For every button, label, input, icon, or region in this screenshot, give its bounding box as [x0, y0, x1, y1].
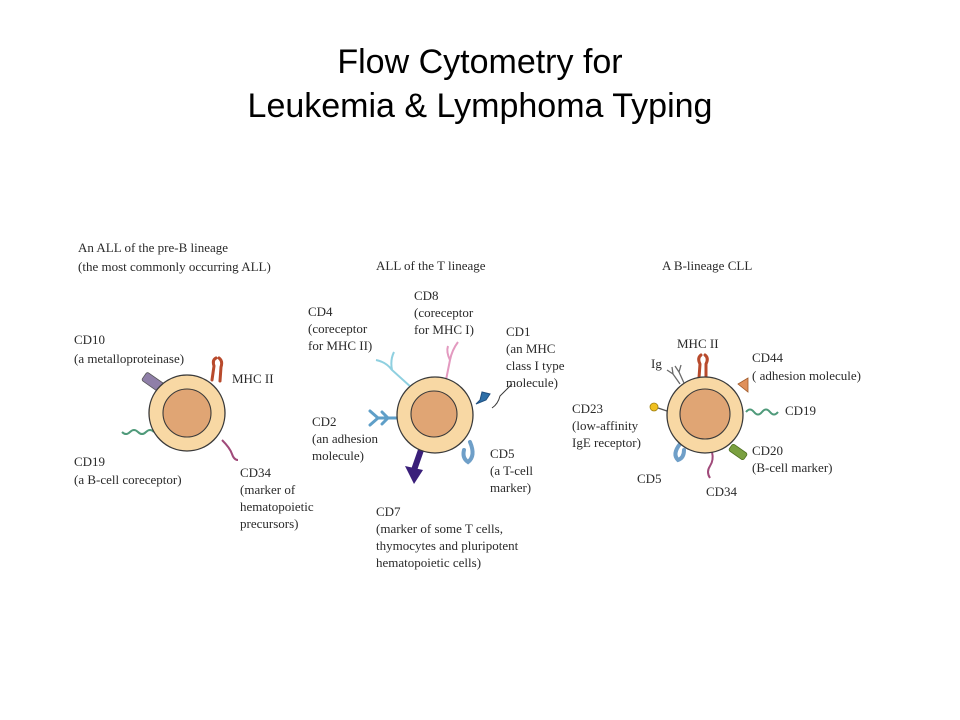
panel-t-lineage: ALL of the T lineage CD4 (coreceptor: [308, 258, 565, 570]
cd7-label-2: (marker of some T cells,: [376, 521, 503, 536]
cd8-label-3: for MHC I): [414, 322, 474, 337]
cd19-marker: [121, 429, 155, 435]
cll-mhc-ii-marker: [697, 353, 709, 380]
cll-cd5-marker: [673, 442, 686, 463]
cd20-label-2: (B-cell marker): [752, 460, 832, 475]
cd1-label-2: (an MHC: [506, 341, 555, 356]
cd34-label-3: hematopoietic: [240, 499, 314, 514]
ig-label: Ig: [651, 356, 662, 371]
mhc-ii-marker: [210, 356, 224, 383]
cd4-label-2: (coreceptor: [308, 321, 368, 336]
cd34-label-4: precursors): [240, 516, 298, 531]
cll-cd34-marker: [707, 451, 714, 479]
slide-title: Flow Cytometry for Leukemia & Lymphoma T…: [0, 40, 960, 128]
cd2-label-3: molecule): [312, 448, 364, 463]
cd34-label-1: CD34: [240, 465, 272, 480]
cll-mhc-label: MHC II: [677, 336, 719, 351]
cd23-label-2: (low-affinity: [572, 418, 639, 433]
cll-cd19-label: CD19: [785, 403, 816, 418]
cd2-label-1: CD2: [312, 414, 337, 429]
t-lineage-title: ALL of the T lineage: [376, 258, 486, 273]
pre-b-title-line-1: An ALL of the pre-B lineage: [78, 240, 228, 255]
cd8-label-1: CD8: [414, 288, 439, 303]
cd19-label-2: (a B-cell coreceptor): [74, 472, 182, 487]
cll-title: A B-lineage CLL: [662, 258, 752, 273]
cd34-label-2: (marker of: [240, 482, 296, 497]
cd1-label-4: molecule): [506, 375, 558, 390]
cd7-label-1: CD7: [376, 504, 401, 519]
cd5-label-1: CD5: [490, 446, 515, 461]
cll-cd34-label: CD34: [706, 484, 738, 499]
cd7-label-4: hematopoietic cells): [376, 555, 481, 570]
cd1-label-3: class I type: [506, 358, 565, 373]
cd4-label-1: CD4: [308, 304, 333, 319]
cd1-marker: [475, 383, 513, 409]
cd4-label-3: for MHC II): [308, 338, 372, 353]
cd5-label-2: (a T-cell: [490, 463, 533, 478]
cd7-label-3: thymocytes and pluripotent: [376, 538, 519, 553]
pre-b-nucleus: [162, 388, 212, 438]
cll-cd5-label: CD5: [637, 471, 662, 486]
cll-cd19-marker: [745, 408, 779, 416]
cll-nucleus: [679, 388, 731, 440]
cd34-marker: [221, 439, 239, 461]
cd4-marker: [375, 351, 413, 389]
cd44-label-2: ( adhesion molecule): [752, 368, 861, 383]
cd1-label-1: CD1: [506, 324, 531, 339]
cd44-label-1: CD44: [752, 350, 784, 365]
cd5-label-3: marker): [490, 480, 531, 495]
cd23-label-1: CD23: [572, 401, 603, 416]
cd8-marker: [445, 341, 459, 381]
pre-b-title-line-2: (the most commonly occurring ALL): [78, 259, 271, 274]
panel-b-cll: A B-lineage CLL MHC II Ig CD44: [572, 258, 861, 499]
cd2-marker: [368, 409, 399, 427]
pre-b-mhc-label: MHC II: [232, 371, 274, 386]
cd44-marker: [737, 377, 749, 393]
ig-marker: [666, 364, 685, 385]
cd8-label-2: (coreceptor: [414, 305, 474, 320]
cd23-label-3: IgE receptor): [572, 435, 641, 450]
cd10-label-1: CD10: [74, 332, 105, 347]
cd19-label-1: CD19: [74, 454, 105, 469]
cd7-marker: [405, 447, 424, 484]
title-line-1: Flow Cytometry for: [337, 43, 623, 81]
panel-pre-b: An ALL of the pre-B lineage (the most co…: [74, 240, 314, 531]
cd2-label-2: (an adhesion: [312, 431, 379, 446]
cd10-label-2: (a metalloproteinase): [74, 351, 184, 366]
t-lineage-nucleus: [410, 390, 458, 438]
title-line-2: Leukemia & Lymphoma Typing: [247, 87, 713, 125]
cd5-marker: [461, 440, 475, 465]
cd20-marker: [728, 443, 748, 461]
cd20-label-1: CD20: [752, 443, 783, 458]
